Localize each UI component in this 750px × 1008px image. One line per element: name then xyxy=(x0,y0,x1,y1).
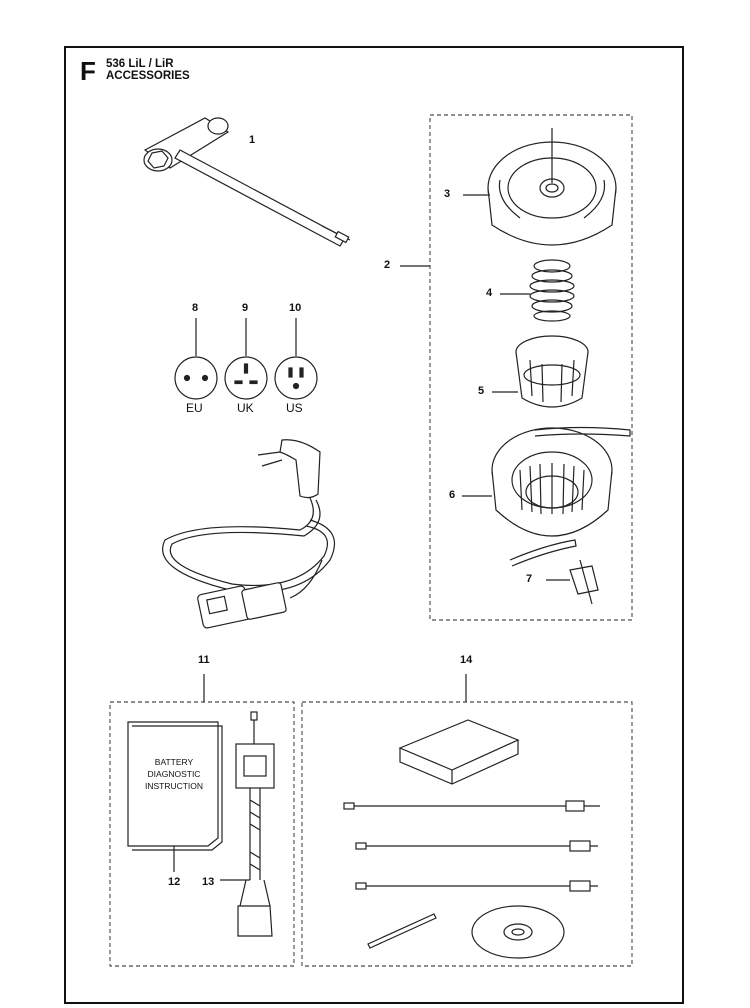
diagnostic-kit-illustration xyxy=(343,719,600,959)
callout-5: 5 xyxy=(478,385,485,397)
plug-label-uk: UK xyxy=(237,401,254,415)
spring-illustration xyxy=(500,259,575,322)
t-wrench-illustration xyxy=(143,117,351,247)
callout-7: 7 xyxy=(526,573,533,585)
power-cord-illustration xyxy=(162,439,335,629)
eu-plug-illustration xyxy=(174,356,218,400)
model-name: 536 LiL / LiR xyxy=(106,58,174,70)
manual-line-3: INSTRUCTION xyxy=(144,781,204,791)
spool-illustration xyxy=(492,335,589,408)
uk-plug-illustration xyxy=(224,356,268,400)
callout-12: 12 xyxy=(168,876,181,888)
callout-14: 14 xyxy=(460,654,473,666)
callout-11: 11 xyxy=(198,654,210,666)
assembly-2-box xyxy=(429,114,633,621)
manual-line-1: BATTERY xyxy=(154,757,194,767)
callout-8: 8 xyxy=(192,302,199,314)
plug-label-eu: EU xyxy=(186,401,203,415)
trimmer-housing-illustration xyxy=(462,426,631,567)
assembly-11-box xyxy=(109,701,295,967)
trimmer-cap-illustration xyxy=(463,128,617,246)
line-clip-illustration xyxy=(546,559,599,605)
diagnostic-cable-illustration xyxy=(220,711,275,937)
callout-6: 6 xyxy=(449,489,456,501)
manual-book-illustration xyxy=(127,721,223,872)
page-title: 536 LiL / LiR ACCESSORIES xyxy=(106,58,190,82)
us-plug-illustration xyxy=(274,356,318,400)
plug-label-us: US xyxy=(286,401,303,415)
assembly-14-box xyxy=(301,701,633,967)
callout-1: 1 xyxy=(249,134,256,146)
callout-3: 3 xyxy=(444,188,451,200)
callout-13: 13 xyxy=(202,876,215,888)
callout-4: 4 xyxy=(486,287,493,299)
callout-2: 2 xyxy=(384,259,391,271)
callout-10: 10 xyxy=(289,302,302,314)
section-title: ACCESSORIES xyxy=(106,70,190,82)
callout-9: 9 xyxy=(242,302,249,314)
section-letter: F xyxy=(80,56,96,86)
page-frame xyxy=(64,46,684,1004)
manual-line-2: DIAGNOSTIC xyxy=(147,769,201,779)
manual-cover-text: BATTERY DIAGNOSTIC INSTRUCTION xyxy=(134,756,214,792)
